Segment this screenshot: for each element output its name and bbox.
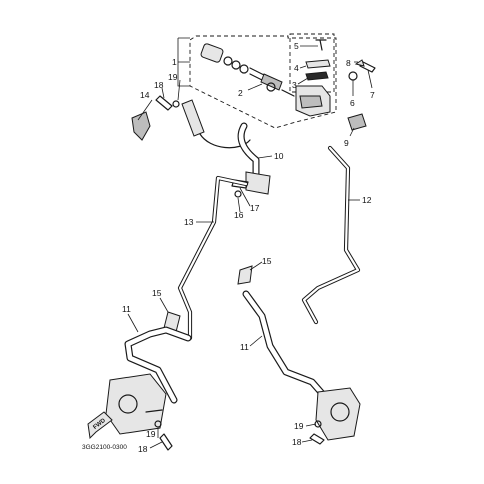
callout-15-right: 15	[262, 256, 272, 266]
leader-lines	[127, 37, 373, 449]
leader-19-right	[305, 423, 317, 427]
ring	[266, 82, 276, 92]
washer-1	[223, 56, 233, 66]
leader-18-top	[161, 87, 165, 99]
washer-2	[231, 60, 241, 70]
leader-18-right	[301, 439, 313, 443]
callout-7: 7	[370, 90, 375, 100]
clip-15-right	[237, 265, 253, 285]
leader-15-left	[159, 297, 169, 313]
callout-11-right: 11	[240, 342, 249, 352]
washer-19-left	[154, 420, 162, 428]
left-small-parts	[131, 95, 251, 149]
leader-11-right	[249, 335, 263, 347]
callout-5: 5	[294, 41, 299, 51]
leader-2	[247, 83, 263, 91]
leader-18-left	[149, 441, 163, 449]
diagram-code: 3GG2100-0300	[82, 444, 127, 451]
callout-8: 8	[346, 58, 351, 68]
right-small-parts	[347, 59, 376, 131]
callout-19-right: 19	[294, 421, 304, 431]
bolt-18-top	[155, 95, 173, 111]
washer-19-top	[172, 100, 180, 108]
callout-labels: 1 2 3 4 5 6 7 8 9 10 11 11 12 13 14 15 1…	[122, 41, 375, 454]
callout-19-left: 19	[146, 429, 156, 439]
callout-11-left: 11	[122, 304, 131, 314]
leader-16	[237, 197, 241, 213]
brake-pipe-12	[301, 145, 361, 325]
callout-13: 13	[184, 217, 194, 227]
left-caliper-piston	[118, 394, 138, 414]
bolt-18-left	[159, 433, 173, 451]
right-caliper-group	[237, 265, 361, 445]
callout-18-left: 18	[138, 444, 148, 454]
washer-3	[239, 64, 249, 74]
cap-4	[305, 59, 331, 69]
callout-10: 10	[274, 151, 284, 161]
return-hose	[199, 133, 251, 149]
callout-17: 17	[250, 203, 260, 213]
callout-18-top: 18	[154, 80, 164, 90]
callout-15-left: 15	[152, 288, 162, 298]
callout-4: 4	[294, 63, 299, 73]
leader-10	[257, 155, 273, 159]
callout-2: 2	[238, 88, 243, 98]
pushrod	[281, 89, 295, 97]
callout-1: 1	[172, 57, 177, 67]
callout-3: 3	[292, 80, 297, 90]
piston	[260, 73, 283, 91]
reservoir-cap-parts	[305, 39, 331, 81]
cap-kit-outline	[289, 33, 335, 93]
leader-19-top	[177, 79, 181, 101]
leader-15-right	[249, 261, 263, 271]
brake-pipe-13	[177, 175, 249, 341]
master-cylinder-body	[281, 85, 331, 117]
master-cylinder-kit-outline	[189, 35, 337, 129]
callout-9: 9	[344, 138, 349, 148]
boot-9	[347, 113, 367, 131]
master-cylinder-group	[131, 33, 376, 149]
screw-5	[319, 39, 323, 51]
leader-11-left	[127, 313, 139, 333]
callout-18-right: 18	[292, 437, 302, 447]
bolt-18-right	[309, 433, 325, 445]
callout-19-top: 19	[168, 72, 178, 82]
right-caliper-piston	[330, 402, 350, 422]
leader-4	[299, 65, 307, 69]
washer-16	[234, 190, 242, 198]
left-caliper-bleeder	[145, 409, 163, 413]
pedal-end-14	[131, 111, 151, 141]
leader-1	[177, 37, 190, 87]
part-6	[348, 71, 358, 81]
reservoir	[299, 95, 323, 109]
callout-16: 16	[234, 210, 244, 220]
callout-12: 12	[362, 195, 372, 205]
piston-kit	[200, 43, 283, 92]
rod-boot	[181, 99, 205, 137]
left-brake-caliper	[105, 373, 167, 435]
upper-hose-group	[231, 122, 271, 198]
diaphragm-3	[305, 71, 329, 81]
fwd-arrow-icon	[87, 411, 113, 440]
junction-block	[245, 171, 271, 195]
part-8	[354, 59, 365, 67]
right-brake-caliper	[315, 387, 361, 441]
leader-17	[239, 187, 251, 207]
piston-cup	[200, 43, 224, 63]
left-caliper-group	[87, 311, 192, 451]
leader-14	[137, 99, 153, 121]
callout-6: 6	[350, 98, 355, 108]
callout-14: 14	[140, 90, 150, 100]
leader-7	[367, 69, 373, 89]
leader-3	[297, 77, 309, 85]
leader-9	[349, 127, 355, 137]
